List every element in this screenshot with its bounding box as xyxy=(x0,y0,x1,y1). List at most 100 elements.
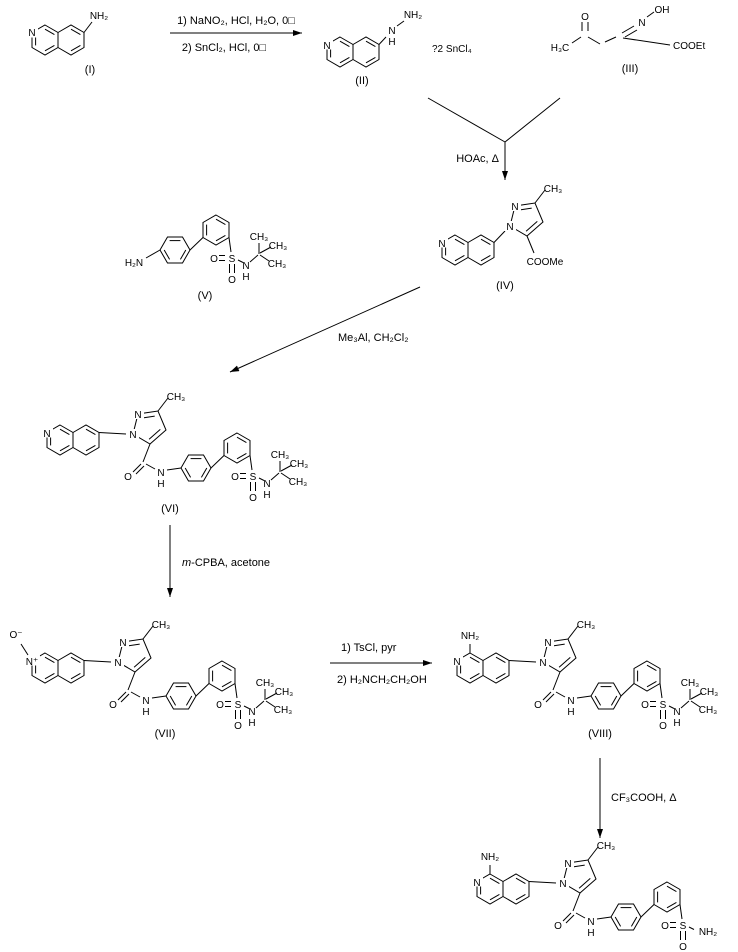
compound-label-iii: (III) xyxy=(622,63,639,75)
sulfonyl-oxygen-label: O xyxy=(228,275,236,286)
reagent-step5-line2: 2) H₂NCH₂CH₂OH xyxy=(337,674,427,686)
pyrazole-n1-label: N xyxy=(539,658,546,669)
sulfonamide-h-label: H xyxy=(248,718,255,729)
sulfonamide-h-label: H xyxy=(263,490,270,501)
compound-label-vi: (VI) xyxy=(161,503,179,515)
pyrazole-n1-label: N xyxy=(506,222,513,233)
compound-label-v: (V) xyxy=(198,290,213,302)
compound-i: N NH₂ (I) xyxy=(26,11,108,76)
amine-label: NH₂ xyxy=(461,631,479,642)
compound-label-vii: (VII) xyxy=(155,728,176,740)
sulfonyl-oxygen-label: O xyxy=(249,493,257,504)
amide-n-label: N xyxy=(587,917,594,928)
compound-ii: N N H NH₂ ?2 SnCl₄ (II) xyxy=(321,10,472,87)
sulfonamide-n-label: N xyxy=(248,707,255,718)
ring-nitrogen-label: N xyxy=(43,429,50,440)
sulfonyl-oxygen-label: O xyxy=(216,700,224,711)
compound-iii: H₃C O N OH COOEt (III) xyxy=(551,5,706,75)
compound-viii: NH₂ N N N CH₃ O N H S O O N H CH₃ CH₃ CH… xyxy=(451,620,718,740)
methyl-label: CH₃ xyxy=(544,184,563,195)
methyl-label: CH₃ xyxy=(577,620,596,631)
amide-n-label: N xyxy=(142,696,149,707)
amide-h-label: H xyxy=(142,707,149,718)
pyrazole-n2-label: N xyxy=(511,202,518,213)
compound-label-ii: (II) xyxy=(355,75,368,87)
pyrazole-n1-label: N xyxy=(114,658,121,669)
tbu-methyl-label: CH₃ xyxy=(256,678,275,689)
tin-salt-label: ?2 SnCl₄ xyxy=(432,44,472,55)
amide-h-label: H xyxy=(587,928,594,939)
oxime-hydroxyl-label: OH xyxy=(655,5,670,16)
tbu-methyl-label: CH₃ xyxy=(268,259,287,270)
ring-nitrogen-label: N xyxy=(438,239,445,250)
tbu-methyl-label: CH₃ xyxy=(290,459,309,470)
sulfonamide-h-label: H xyxy=(242,272,249,283)
ring-nitrogen-label: N xyxy=(28,28,35,39)
reagent-step6: CF₃COOH, Δ xyxy=(611,792,677,804)
sulfonamide-n-label: N xyxy=(263,479,270,490)
methyl-label: CH₃ xyxy=(597,841,616,852)
sulfonamide-n-label: N xyxy=(673,707,680,718)
reagent-step2: HOAc, Δ xyxy=(456,153,499,165)
methyl-label: H₃C xyxy=(551,43,570,54)
pyrazole-n2-label: N xyxy=(119,638,126,649)
reaction-arrow-step2: HOAc, Δ xyxy=(427,97,561,180)
amide-h-label: H xyxy=(157,479,164,490)
hydrazine-nh2-label: NH₂ xyxy=(404,10,422,21)
amide-oxygen-label: O xyxy=(554,921,562,932)
reagent-step3: Me₃Al, CH₂Cl₂ xyxy=(338,332,408,344)
compound-iv: N N N CH₃ COOMe (IV) xyxy=(436,184,564,292)
compound-final: NH₂ N N N CH₃ O N H S O O NH₂ xyxy=(471,841,717,952)
methyl-label: CH₃ xyxy=(152,620,171,631)
tbu-methyl-label: CH₃ xyxy=(275,687,294,698)
sulfonyl-oxygen-label: O xyxy=(234,721,242,732)
tbu-methyl-label: CH₃ xyxy=(274,705,293,716)
tbu-methyl-label: CH₃ xyxy=(699,705,718,716)
reaction-arrow-step1: 1) NaNO₂, HCl, H₂O, 0□ 2) SnCl₂, HCl, 0□ xyxy=(170,15,302,54)
hydrazine-h-label: H xyxy=(388,37,395,48)
pyrazole-n1-label: N xyxy=(129,430,136,441)
ring-nitrogen-cation-label: N⁺ xyxy=(26,657,39,668)
ester-label: COOMe xyxy=(527,257,564,268)
compound-label-i: (I) xyxy=(85,64,95,76)
compound-label-viii: (VIII) xyxy=(588,728,612,740)
reaction-arrow-step5: 1) TsCl, pyr 2) H₂NCH₂CH₂OH xyxy=(330,642,432,686)
sulfonamide-nh2-label: NH₂ xyxy=(699,927,717,938)
sulfonamide-n-label: N xyxy=(242,261,249,272)
pyrazole-n2-label: N xyxy=(544,638,551,649)
n-oxide-oxygen-label: O⁻ xyxy=(9,630,22,641)
amine-label: NH₂ xyxy=(90,11,108,22)
tbu-methyl-label: CH₃ xyxy=(271,450,290,461)
amine-label: NH₂ xyxy=(481,852,499,863)
reaction-arrow-step6: CF₃COOH, Δ xyxy=(597,758,677,838)
compound-vi: N N N CH₃ O N H S O O N H CH₃ CH₃ CH₃ (V… xyxy=(41,392,308,515)
ring-nitrogen-label: N xyxy=(323,41,330,52)
ring-nitrogen-label: N xyxy=(453,657,460,668)
tbu-methyl-label: CH₃ xyxy=(681,678,700,689)
sulfonyl-oxygen-label: O xyxy=(641,700,649,711)
compound-v: H₂N S O O N H CH₃ CH₃ CH₃ (V) xyxy=(125,215,287,302)
reaction-arrow-step3: Me₃Al, CH₂Cl₂ xyxy=(229,286,421,373)
amide-n-label: N xyxy=(157,468,164,479)
ketone-oxygen-label: O xyxy=(581,12,589,23)
sulfonyl-oxygen-label: O xyxy=(210,254,218,265)
amide-oxygen-label: O xyxy=(109,700,117,711)
amide-n-label: N xyxy=(567,696,574,707)
reaction-arrow-step4: m-CPBA, acetone xyxy=(167,525,270,597)
methyl-label: CH₃ xyxy=(167,392,186,403)
compound-label-iv: (IV) xyxy=(496,280,514,292)
sulfur-label: S xyxy=(235,700,242,711)
amide-h-label: H xyxy=(567,707,574,718)
tbu-methyl-label: CH₃ xyxy=(269,241,288,252)
amide-oxygen-label: O xyxy=(534,700,542,711)
oxime-nitrogen-label: N xyxy=(638,18,645,29)
ester-label: COOEt xyxy=(673,41,705,52)
pyrazole-n1-label: N xyxy=(559,879,566,890)
reagent-step4: m-CPBA, acetone xyxy=(182,557,270,569)
sulfur-label: S xyxy=(680,921,687,932)
reagent-step1-line1: 1) NaNO₂, HCl, H₂O, 0□ xyxy=(177,15,295,27)
sulfonyl-oxygen-label: O xyxy=(661,921,669,932)
tbu-methyl-label: CH₃ xyxy=(289,477,308,488)
sulfonyl-oxygen-label: O xyxy=(659,721,667,732)
